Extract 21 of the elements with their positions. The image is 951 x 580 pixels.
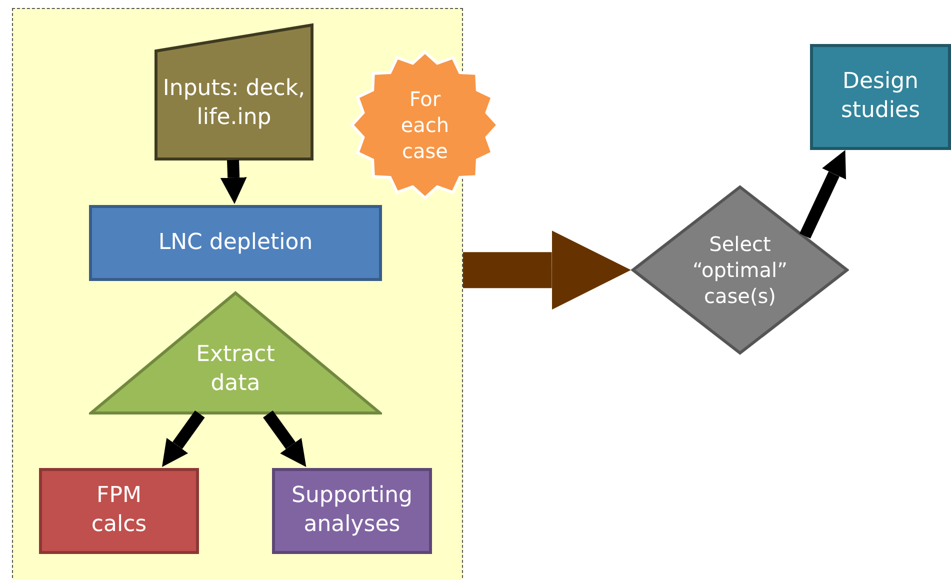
- node-label: Inputs: deck, life.inp: [162, 75, 306, 132]
- node-label: Extract data: [195, 341, 276, 398]
- node-label: Supporting analyses: [290, 482, 414, 539]
- node-label: For each case: [400, 86, 450, 164]
- arrow: [463, 230, 631, 310]
- input-trapezoid: [154, 23, 314, 161]
- decision-diamond: [631, 185, 849, 355]
- node-label: Design studies: [840, 68, 922, 125]
- arrow: [162, 410, 205, 467]
- arrow: [263, 410, 306, 467]
- node-label: LNC depletion: [158, 228, 313, 257]
- arrow: [220, 160, 247, 204]
- arrow: [800, 150, 846, 239]
- process-box: [89, 205, 382, 281]
- node-label: FPM calcs: [90, 482, 148, 539]
- process-box: [810, 44, 951, 150]
- process-box: [272, 468, 432, 554]
- extract-triangle: [89, 291, 382, 415]
- process-box: [39, 468, 199, 554]
- dashed-panel: [12, 8, 463, 580]
- node-label: Select “optimal” case(s): [692, 231, 788, 309]
